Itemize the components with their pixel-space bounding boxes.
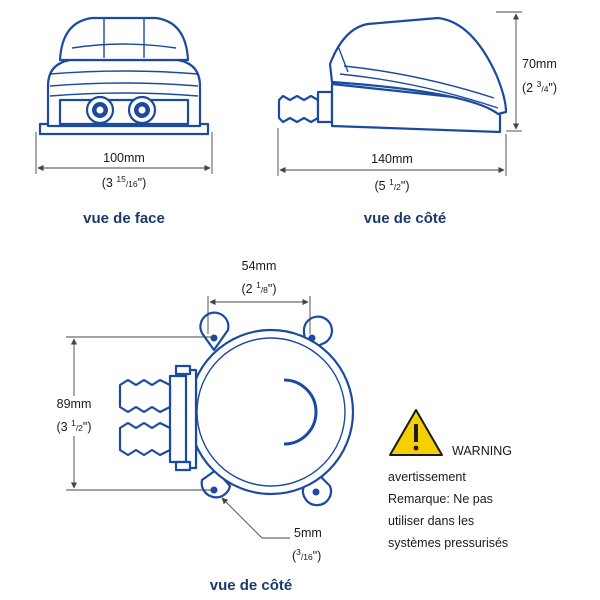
warning-line: systèmes pressurisés	[388, 536, 508, 550]
warning-line: utiliser dans les	[388, 514, 474, 528]
front-view-caption: vue de face	[83, 210, 165, 227]
top-height-mm: 89mm	[57, 397, 92, 411]
side-length-inches: (5 1/2")	[374, 177, 409, 193]
side-view-drawing	[277, 16, 508, 134]
warning-triangle-icon	[389, 409, 443, 456]
side-length-mm: 140mm	[371, 152, 413, 166]
top-width-dimension	[207, 296, 311, 334]
top-view-drawing	[118, 311, 355, 507]
top-view-caption: vue de côté	[210, 577, 293, 594]
top-height-inches: (3 1/2")	[56, 418, 91, 434]
mounting-hole-leader	[221, 497, 290, 539]
front-width-inches: (3 15/16")	[102, 174, 147, 190]
front-view-drawing	[38, 16, 210, 136]
hole-size-inches: (3/16")	[292, 547, 321, 563]
front-width-mm: 100mm	[103, 151, 145, 165]
warning-line: avertissement	[388, 470, 466, 484]
top-width-mm: 54mm	[242, 259, 277, 273]
warning-line: Remarque: Ne pas	[388, 492, 493, 506]
warning-title: WARNING	[452, 444, 512, 458]
side-length-dimension	[277, 128, 507, 176]
top-width-inches: (2 1/8")	[241, 280, 276, 296]
front-width-dimension	[35, 132, 213, 174]
hole-size-mm: 5mm	[294, 526, 322, 540]
top-height-dimension	[66, 336, 214, 491]
side-height-inches: (2 3/4")	[522, 79, 557, 95]
side-height-mm: 70mm	[522, 57, 557, 71]
side-view-caption: vue de côté	[364, 210, 447, 227]
side-height-dimension	[496, 11, 522, 132]
